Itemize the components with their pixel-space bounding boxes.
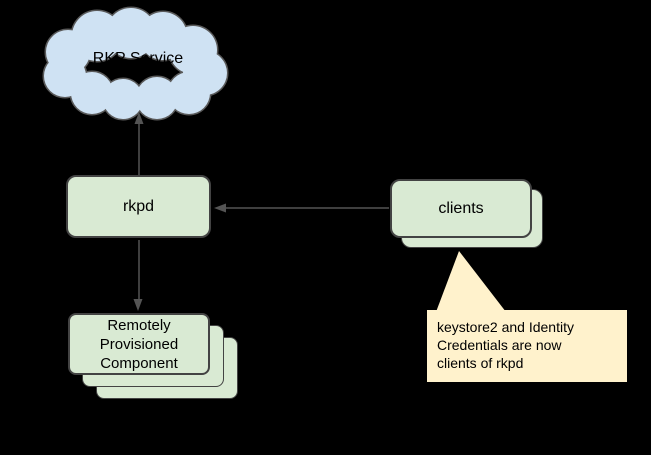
node-rkpd-label: rkpd bbox=[122, 197, 155, 215]
node-rkpd: rkpd bbox=[66, 175, 211, 238]
callout-bubble: keystore2 and Identity Credentials are n… bbox=[427, 310, 627, 382]
node-rpc-label-line3: Component bbox=[100, 354, 178, 372]
connector-rkpd-rpc-arrowhead bbox=[133, 299, 143, 311]
node-rpc-label-line2: Provisioned bbox=[99, 335, 179, 353]
callout-text-line3: clients of rkpd bbox=[437, 355, 524, 371]
connector-clients-rkpd-arrowhead bbox=[214, 203, 226, 213]
cloud-shape bbox=[42, 6, 229, 121]
callout-text-line2: Credentials are now bbox=[437, 337, 562, 353]
callout-tail bbox=[436, 251, 506, 312]
cloud-node-label: RKP Service bbox=[92, 50, 184, 67]
node-rpc-label-line1: Remotely bbox=[107, 316, 171, 334]
connector-rkpd-cloud-arrowhead bbox=[134, 112, 144, 124]
node-clients-label: clients bbox=[438, 199, 484, 217]
node-rpc-label: Remotely Provisioned Component bbox=[100, 316, 178, 373]
callout-text-line1: keystore2 and Identity bbox=[437, 319, 574, 335]
node-clients: clients bbox=[390, 179, 532, 238]
node-rpc: Remotely Provisioned Component bbox=[68, 313, 210, 375]
